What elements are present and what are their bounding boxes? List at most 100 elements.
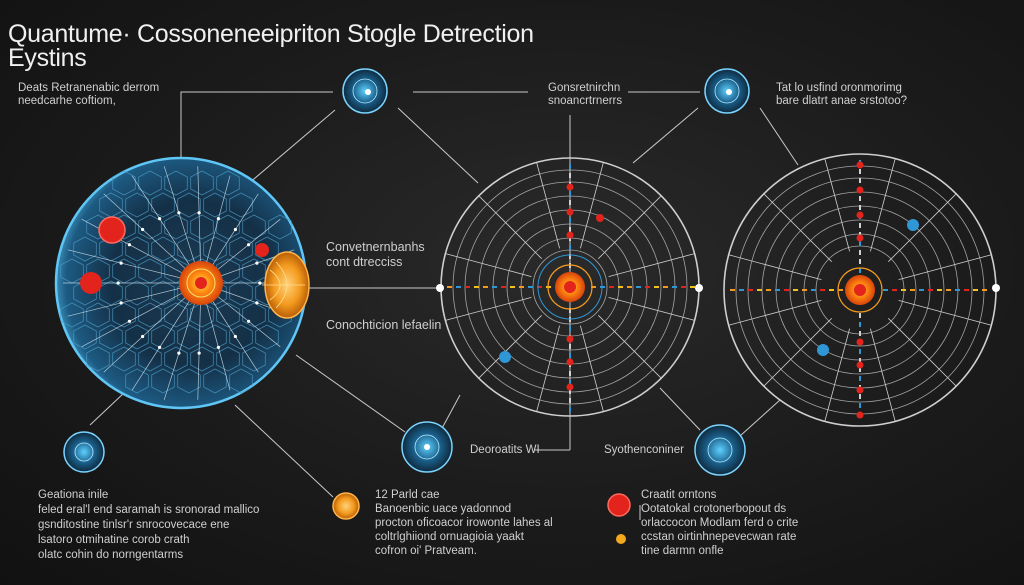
marker-red-bottom-right — [607, 493, 631, 517]
detector-spoke — [824, 328, 850, 422]
sphere-cell — [138, 346, 162, 372]
axis-dash-horizontal — [928, 289, 933, 291]
sphere-cell — [177, 192, 201, 218]
sphere-node-dot — [141, 227, 145, 232]
axis-dash-horizontal — [982, 289, 987, 291]
label-mid-1: Convetnernbanhs cont dtrecciss — [326, 240, 425, 269]
sphere-cell — [190, 302, 214, 328]
axis-dash-vertical — [569, 254, 571, 259]
detector-spoke — [728, 254, 822, 280]
axis-red-marker — [856, 161, 864, 169]
axis-dash-horizontal — [501, 286, 506, 288]
title-line-2: Eystins — [8, 44, 87, 72]
axis-dash-horizontal — [537, 286, 542, 288]
connector-top-left — [180, 91, 333, 157]
sphere-node-dot — [141, 334, 145, 339]
detector-spoke — [888, 318, 957, 387]
title-line-1: Quantume· Cossoneneeipriton Stogle Detre… — [8, 20, 534, 48]
axis-dash-vertical — [859, 205, 861, 210]
detector-disc-center — [436, 157, 703, 417]
axis-dash-horizontal — [730, 289, 735, 291]
axis-dash-horizontal — [663, 286, 668, 288]
axis-dash-vertical — [859, 403, 861, 408]
sphere-cell — [216, 214, 240, 240]
detector-spoke — [870, 328, 896, 422]
quantum-sphere — [54, 156, 310, 410]
axis-dash-horizontal — [591, 286, 596, 288]
sphere-cell — [229, 192, 253, 218]
detector-disc-right — [723, 153, 1000, 427]
sphere-node-dot — [197, 211, 201, 215]
axis-red-marker — [566, 358, 574, 366]
axis-dash-vertical — [569, 389, 571, 394]
axis-dash-vertical — [569, 371, 571, 376]
detector-spoke — [608, 253, 695, 277]
sphere-cell — [73, 324, 97, 350]
sphere-node-dot — [216, 345, 220, 349]
axis-dash-horizontal — [811, 289, 816, 291]
sphere-cell — [216, 170, 240, 196]
axis-dash-vertical — [569, 344, 571, 349]
sphere-cell — [255, 324, 279, 350]
axis-dash-vertical — [859, 331, 861, 336]
sphere-node-dot — [233, 227, 237, 232]
axis-dash-horizontal — [636, 286, 641, 288]
label-top-left: Deats Retranenabic derrom needcarhe coft… — [18, 82, 160, 107]
sphere-cell — [177, 368, 201, 394]
connector-disc1-to-node4 — [659, 387, 701, 431]
disc-right-node-right — [992, 284, 1000, 292]
axis-dash-horizontal — [892, 289, 897, 291]
axis-dash-vertical — [859, 169, 861, 174]
sphere-cell — [138, 170, 162, 196]
axis-dash-vertical — [569, 308, 571, 313]
label-top-center: Gonsretnirchn snoancrtrnerrs — [548, 82, 623, 107]
disc-right-blue-dot-2 — [817, 344, 829, 356]
axis-dash-horizontal — [784, 289, 789, 291]
detector-spoke — [824, 158, 850, 252]
detector-spoke — [478, 195, 542, 259]
axis-dash-horizontal — [645, 286, 650, 288]
node-top-right — [704, 68, 750, 114]
axis-dash-horizontal — [618, 286, 623, 288]
axis-dash-horizontal — [519, 286, 524, 288]
sphere-cell — [203, 368, 227, 394]
sphere-node-dot — [197, 351, 201, 355]
sphere-cell — [73, 236, 97, 262]
sphere-node-dot — [116, 281, 120, 285]
sphere-cell — [151, 324, 175, 350]
axis-dash-vertical — [569, 353, 571, 358]
axis-dash-horizontal — [627, 286, 632, 288]
sphere-cell — [99, 324, 123, 350]
axis-red-marker — [856, 338, 864, 346]
axis-dash-vertical — [569, 227, 571, 232]
detector-spoke — [598, 195, 662, 259]
sphere-cell — [151, 368, 175, 394]
axis-dash-horizontal — [766, 289, 771, 291]
detector-spoke — [898, 300, 992, 326]
connector-node2-to-disc2 — [759, 107, 799, 166]
axis-red-marker — [856, 386, 864, 394]
sphere-cell — [164, 214, 188, 240]
axis-dash-horizontal — [447, 286, 452, 288]
axis-dash-vertical — [569, 326, 571, 331]
connector-node-to-disc1 — [397, 107, 479, 184]
sphere-cell — [112, 170, 136, 196]
axis-dash-vertical — [569, 407, 571, 412]
axis-dash-vertical — [859, 178, 861, 183]
axis-dash-vertical — [569, 173, 571, 178]
node-bottom-center — [401, 421, 453, 473]
axis-dash-horizontal — [672, 286, 677, 288]
sphere-cell — [112, 302, 136, 328]
sphere-cell — [242, 346, 266, 372]
sphere-node-dot — [158, 217, 162, 221]
sphere-cell — [177, 236, 201, 262]
detector-spoke — [536, 325, 560, 412]
connector-disc1-to-node3 — [439, 394, 461, 433]
text-block-bottom-center: 12 Parld cae Banoenbic uace yadonnod pro… — [375, 489, 553, 557]
sphere-cell — [255, 236, 279, 262]
text-block-bottom-right: Craatit orntons Ootatokal crotonerbopout… — [641, 489, 799, 557]
axis-dash-vertical — [859, 367, 861, 372]
axis-dash-horizontal — [820, 289, 825, 291]
